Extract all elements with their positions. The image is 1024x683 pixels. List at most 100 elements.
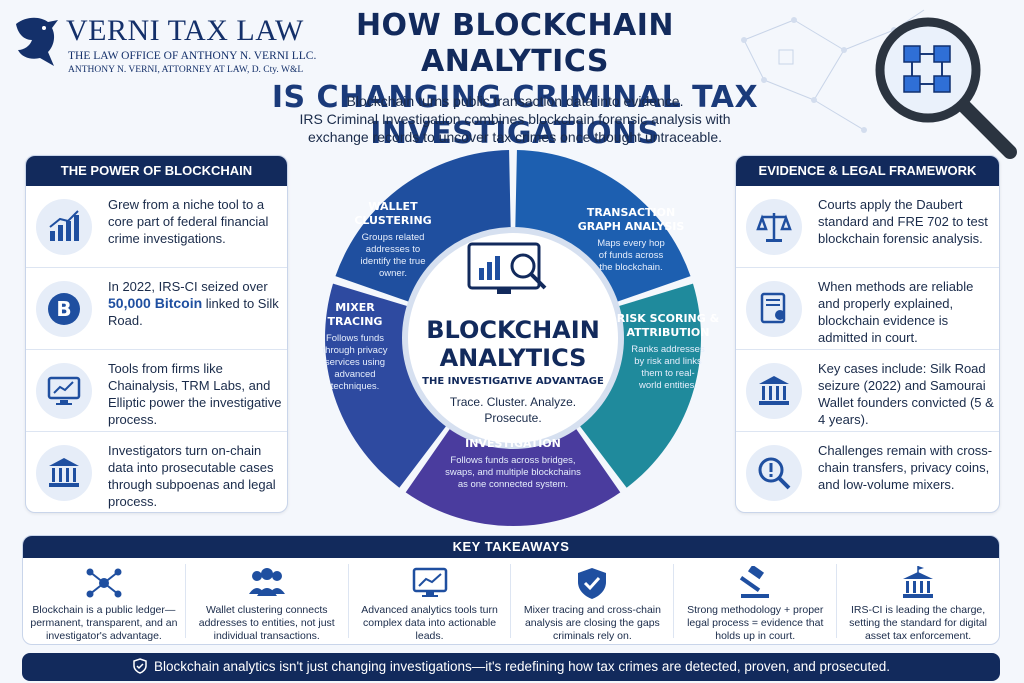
- people-icon: [248, 568, 285, 596]
- segment-cross-chain-investigation: [405, 420, 621, 526]
- segment-description: world entities.: [638, 380, 697, 391]
- power-of-blockchain-panel: THE POWER OF BLOCKCHAIN ANALYTICS Grew f…: [25, 155, 288, 513]
- segment-description: them to real-: [641, 368, 694, 379]
- certificate-icon: [746, 281, 802, 337]
- takeaway-item: Strong methodology + proper legal proces…: [674, 564, 838, 642]
- wheel-center-title-1: BLOCKCHAIN: [426, 316, 600, 344]
- list-item: Tools from firms like Chainalysis, TRM L…: [26, 350, 287, 432]
- segment-transaction-graph-analysis: [515, 150, 691, 306]
- wheel-tagline-1: Trace. Cluster. Analyze.: [450, 395, 576, 409]
- segment-title: CLUSTERING: [354, 214, 431, 227]
- segment-title: GRAPH ANALYSIS: [578, 220, 685, 233]
- intro-line-2: IRS Criminal Investigation combines bloc…: [299, 111, 731, 127]
- shield-check-icon: [578, 568, 607, 599]
- panel-heading: THE POWER OF BLOCKCHAIN ANALYTICS: [26, 156, 287, 208]
- courthouse-icon: [36, 445, 92, 501]
- list-item: Challenges remain with cross-chain trans…: [736, 432, 999, 514]
- segment-description: Follows funds: [326, 333, 384, 344]
- wheel-center-circle: [402, 227, 624, 449]
- analytics-monitor-icon: [467, 242, 547, 294]
- segment-description: identify the true: [361, 256, 426, 267]
- list-item-text: When methods are reliable and properly e…: [818, 279, 974, 345]
- takeaway-item: Wallet clustering connects addresses to …: [186, 564, 349, 642]
- wheel-tagline-2: Prosecute.: [484, 411, 541, 425]
- segment-description: Maps every hop: [597, 238, 665, 249]
- segment-description: Groups related: [362, 232, 425, 243]
- segment-description: techniques.: [331, 381, 380, 392]
- segment-description: Follows funds across bridges,: [450, 455, 575, 466]
- segment-title: CROSS-CHAIN: [471, 423, 556, 436]
- list-item-text: Courts apply the Daubert standard and FR…: [818, 197, 988, 246]
- takeaway-item: IRS-CI is leading the charge, setting th…: [837, 564, 999, 642]
- monitor-chart-icon: [36, 363, 92, 419]
- list-item: Grew from a niche tool to a core part of…: [26, 186, 287, 268]
- wheel-center-title-2: ANALYTICS: [440, 344, 587, 372]
- scales-icon: [746, 199, 802, 255]
- segment-description: owner.: [379, 268, 407, 279]
- firm-logo[interactable]: VERNI TAX LAW THE LAW OFFICE OF ANTHONY …: [10, 12, 316, 75]
- segment-description: through privacy: [323, 345, 388, 356]
- segment-title: TRACING: [328, 315, 383, 328]
- government-building-icon: [903, 566, 934, 598]
- segment-title: TRANSACTION: [587, 206, 675, 219]
- takeaway-text: Strong methodology + proper legal proces…: [687, 604, 824, 642]
- page-title: HOW BLOCKCHAIN ANALYTICS IS CHANGING CRI…: [270, 8, 760, 152]
- title-line-2: IS CHANGING CRIMINAL TAX INVESTIGATIONS: [271, 80, 759, 151]
- list-item-text: In 2022, IRS-CI seized over 50,000 Bitco…: [108, 278, 286, 329]
- bitcoin-amount: 50,000 Bitcoin: [108, 295, 203, 311]
- list-item-text: Tools from firms like Chainalysis, TRM L…: [108, 361, 282, 427]
- takeaway-text: Advanced analytics tools turn complex da…: [361, 604, 498, 642]
- text-pre: In 2022, IRS-CI seized over: [108, 279, 268, 294]
- list-item-text: Grew from a niche tool to a core part of…: [108, 197, 269, 246]
- segment-description: services using: [325, 357, 385, 368]
- courthouse-icon: [746, 363, 802, 419]
- growth-chart-icon: [36, 199, 92, 255]
- list-item-text: Key cases include: Silk Road seizure (20…: [818, 361, 994, 427]
- key-takeaways-heading: KEY TAKEAWAYS: [23, 536, 999, 558]
- attorney-line: ANTHONY N. VERNI, ATTORNEY AT LAW, D. Ct…: [68, 65, 304, 75]
- magnifier-blockchain-icon: [875, 17, 1017, 159]
- evidence-legal-framework-panel: EVIDENCE & LEGAL FRAMEWORK Courts apply …: [735, 155, 1000, 513]
- list-item: Courts apply the Daubert standard and FR…: [736, 186, 999, 268]
- intro-line-3: exchange records to uncover tax crimes o…: [307, 129, 723, 145]
- panel-heading: EVIDENCE & LEGAL FRAMEWORK: [736, 156, 999, 186]
- takeaway-item: Advanced analytics tools turn complex da…: [349, 564, 512, 642]
- segment-title: INVESTIGATION: [465, 437, 561, 450]
- takeaway-text: IRS-CI is leading the charge, setting th…: [849, 604, 987, 642]
- footer-text: Blockchain analytics isn't just changing…: [153, 659, 891, 674]
- analytics-icon: [412, 567, 447, 597]
- list-item: When methods are reliable and properly e…: [736, 268, 999, 350]
- shield-check-icon: [133, 658, 147, 674]
- takeaway-item: Mixer tracing and cross-chain analysis a…: [511, 564, 675, 642]
- footer-banner: Blockchain analytics isn't just changing…: [22, 653, 1000, 681]
- segment-title: ATTRIBUTION: [627, 326, 710, 339]
- list-item-text: Challenges remain with cross-chain trans…: [818, 443, 993, 492]
- segment-description: of funds across: [599, 250, 664, 261]
- segment-description: advanced: [334, 369, 375, 380]
- list-item: Investigators turn on-chain data into pr…: [26, 432, 287, 514]
- blockchain-analytics-wheel: BLOCKCHAIN ANALYTICS THE INVESTIGATIVE A…: [323, 150, 720, 526]
- segment-description: Ranks addresses: [631, 344, 705, 355]
- list-item-text: Investigators turn on-chain data into pr…: [108, 443, 276, 509]
- svg-text:B: B: [56, 297, 71, 321]
- bitcoin-icon: B: [36, 281, 92, 337]
- wheel-center-subtitle: THE INVESTIGATIVE ADVANTAGE: [422, 376, 604, 387]
- segment-risk-scoring-attribution: [573, 283, 701, 488]
- list-item: Key cases include: Silk Road seizure (20…: [736, 350, 999, 432]
- list-item: B In 2022, IRS-CI seized over 50,000 Bit…: [26, 268, 287, 350]
- segment-description: swaps, and multiple blockchains: [445, 467, 581, 478]
- firm-subtitle: THE LAW OFFICE OF ANTHONY N. VERNI LLC.: [68, 50, 317, 62]
- intro-text: Blockchain turns public transaction data…: [270, 92, 760, 146]
- takeaway-text: Wallet clustering connects addresses to …: [198, 604, 335, 642]
- segment-title: WALLET: [368, 200, 418, 213]
- segment-description: the blockchain.: [599, 262, 662, 273]
- takeaway-text: Blockchain is a public ledger—permanent,…: [30, 604, 178, 642]
- segment-description: as one connected system.: [458, 479, 568, 490]
- magnifier-alert-icon: [746, 445, 802, 501]
- segment-title: MIXER: [335, 301, 375, 314]
- eagle-icon: [16, 17, 58, 66]
- gavel-icon: [740, 566, 770, 598]
- segment-wallet-clustering: [335, 150, 511, 306]
- title-line-1: HOW BLOCKCHAIN ANALYTICS: [355, 8, 675, 79]
- intro-line-1: Blockchain turns public transaction data…: [346, 93, 684, 109]
